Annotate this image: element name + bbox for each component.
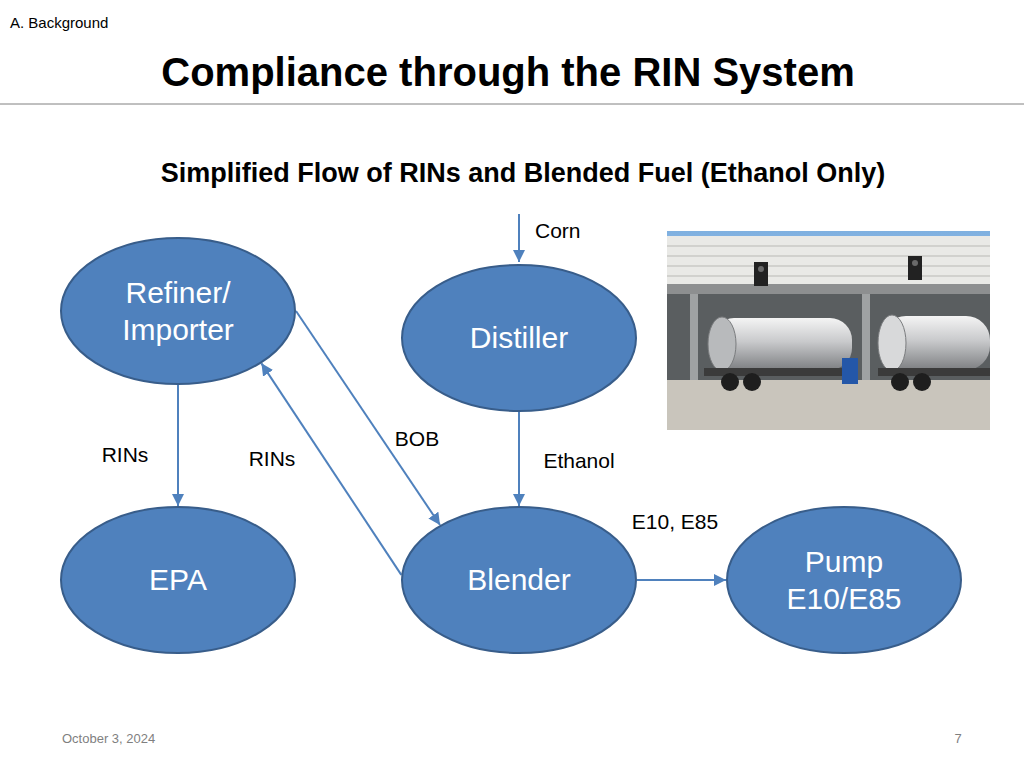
process-ellipse: Refiner/ Importer xyxy=(60,237,296,385)
process-ellipse: Pump E10/E85 xyxy=(726,506,962,654)
ellipse-outline xyxy=(726,506,962,654)
section-label: A. Background xyxy=(10,14,108,31)
node-content: Refiner/ Importer xyxy=(60,237,296,385)
node-label: Refiner/ Importer xyxy=(98,274,258,349)
flow-label: BOB xyxy=(392,427,442,451)
node-label: EPA xyxy=(149,561,207,599)
process-ellipse: Blender xyxy=(401,506,637,654)
date-label: October 3, 2024 xyxy=(62,731,155,746)
ellipse-shape xyxy=(727,507,961,653)
ellipse-shape xyxy=(61,507,295,653)
flow-arrow xyxy=(518,412,520,506)
node-content: Pump E10/E85 xyxy=(726,506,962,654)
flow-label: E10, E85 xyxy=(629,510,721,534)
input-label: Corn xyxy=(535,219,581,243)
node-content: Distiller xyxy=(401,264,637,412)
node-label: Blender xyxy=(467,561,570,599)
flow-arrow xyxy=(177,385,179,506)
ellipse-shape xyxy=(402,507,636,653)
node-label: Distiller xyxy=(470,319,568,357)
page-number: 7 xyxy=(954,731,961,746)
flow-label: Ethanol xyxy=(540,449,617,473)
truck-photo xyxy=(667,231,990,430)
node-content: Blender xyxy=(401,506,637,654)
subtitle: Simplified Flow of RINs and Blended Fuel… xyxy=(161,158,886,189)
ellipse-shape xyxy=(402,265,636,411)
flow-arrow xyxy=(637,579,726,581)
process-ellipse: EPA xyxy=(60,506,296,654)
title-rule xyxy=(0,104,1024,105)
process-ellipse: Distiller xyxy=(401,264,637,412)
node-label: Pump E10/E85 xyxy=(769,543,919,618)
flow-label: RINs xyxy=(246,447,299,471)
ellipse-outline xyxy=(60,237,296,385)
flow-label: RINs xyxy=(99,443,152,467)
ellipse-shape xyxy=(61,238,295,384)
node-content: EPA xyxy=(60,506,296,654)
input-arrow xyxy=(518,214,520,262)
slide-title: Compliance through the RIN System xyxy=(161,50,854,95)
